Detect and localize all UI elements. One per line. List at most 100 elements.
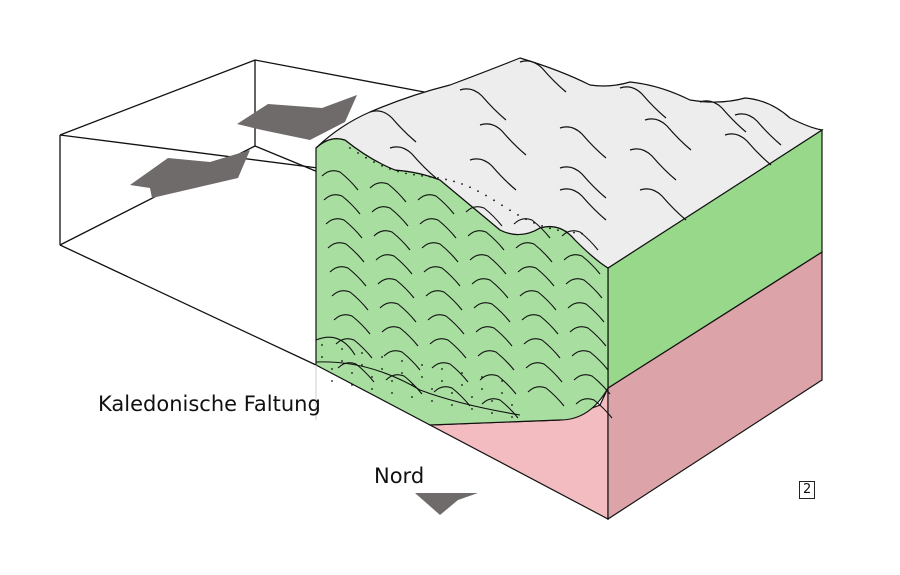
sand-dot [411, 396, 413, 398]
sand-dot [413, 173, 415, 176]
fold-line [567, 302, 605, 323]
fold-line [423, 266, 461, 287]
fold-line [561, 230, 599, 251]
sand-dot [511, 416, 513, 418]
sand-dot [431, 400, 433, 402]
sand-dot [573, 231, 575, 234]
sand-dot [471, 408, 473, 410]
sand-dot [509, 209, 511, 212]
fold-line [429, 338, 467, 359]
fold-line [433, 386, 471, 407]
sand-dot [565, 230, 567, 233]
fold-line [481, 398, 519, 419]
fold-line [465, 206, 503, 227]
fold-line [383, 350, 421, 371]
diagram-title: Kaledonische Faltung [98, 392, 321, 416]
sand-dot [451, 404, 453, 406]
sand-dot [371, 376, 373, 378]
sand-dot [341, 360, 343, 362]
fold-line [327, 242, 365, 263]
sand-dot [491, 412, 493, 414]
sand-dot [471, 396, 473, 398]
sand-dot [421, 364, 423, 366]
sand-dot [349, 147, 351, 149]
sand-dot [391, 380, 393, 382]
strike-line [734, 113, 782, 146]
fold-line [521, 314, 559, 335]
fold-line [519, 290, 557, 311]
strike-line [459, 88, 507, 121]
sand-dot [437, 177, 439, 179]
sand-dot [421, 376, 423, 378]
sand-dot [389, 168, 391, 170]
fold-line [571, 350, 609, 371]
fold-line [467, 230, 505, 251]
sand-dot [431, 388, 433, 390]
strike-line [644, 118, 692, 151]
fold-line [371, 206, 409, 227]
sand-dot [491, 400, 493, 402]
sand-dot [361, 352, 363, 354]
strike-line [559, 188, 607, 221]
fold-strike-lines [369, 60, 782, 221]
strike-line [629, 148, 677, 181]
strike-line [369, 110, 417, 143]
sand-dot [351, 384, 353, 386]
sand-dot [331, 380, 333, 382]
sand-dot [533, 221, 535, 224]
fold-line [323, 194, 361, 215]
strike-line [559, 126, 607, 159]
sand-dot [341, 348, 343, 350]
fold-line [369, 182, 407, 203]
fold-line [373, 230, 411, 251]
fold-line [523, 338, 561, 359]
fold-line [419, 218, 457, 239]
strike-line [699, 100, 747, 133]
sand-dot [397, 170, 399, 173]
sand-dot [581, 232, 583, 235]
basal-layer-line [315, 361, 521, 416]
sand-dot [541, 225, 543, 227]
fold-line [329, 266, 367, 287]
sand-dot [549, 227, 551, 230]
sand-dot [461, 183, 463, 185]
fold-line [431, 362, 469, 383]
sand-dot [331, 368, 333, 370]
fold-line [475, 326, 513, 347]
fold-line [471, 278, 509, 299]
sand-dot [381, 164, 383, 167]
fold-line [473, 302, 511, 323]
sand-dot [517, 214, 519, 216]
sand-dot [493, 199, 495, 202]
fold-line [321, 170, 359, 191]
sand-dot [481, 376, 483, 378]
fold-line [425, 290, 463, 311]
fold-lines [321, 170, 613, 419]
sand-dot [557, 229, 559, 232]
fold-line [377, 278, 415, 299]
sand-dot [371, 388, 373, 390]
sand-dot [525, 218, 527, 221]
strike-line [519, 60, 567, 93]
sand-dot [501, 392, 503, 394]
sand-dot [357, 152, 359, 154]
compression-arrow-upper [237, 95, 357, 140]
sand-dot [351, 372, 353, 374]
fold-line [375, 254, 413, 275]
fold-line [477, 350, 515, 371]
fold-line [331, 290, 369, 311]
fold-line [379, 302, 417, 323]
sand-dot [381, 356, 383, 358]
sand-dot [361, 364, 363, 366]
fold-line [573, 374, 611, 395]
fold-line [563, 254, 601, 275]
sand-dot [461, 384, 463, 386]
strike-line [639, 188, 687, 221]
strike-line [479, 123, 527, 156]
sand-dot [401, 360, 403, 362]
fold-line [421, 242, 459, 263]
strike-line [724, 133, 772, 166]
fold-line [525, 362, 563, 383]
